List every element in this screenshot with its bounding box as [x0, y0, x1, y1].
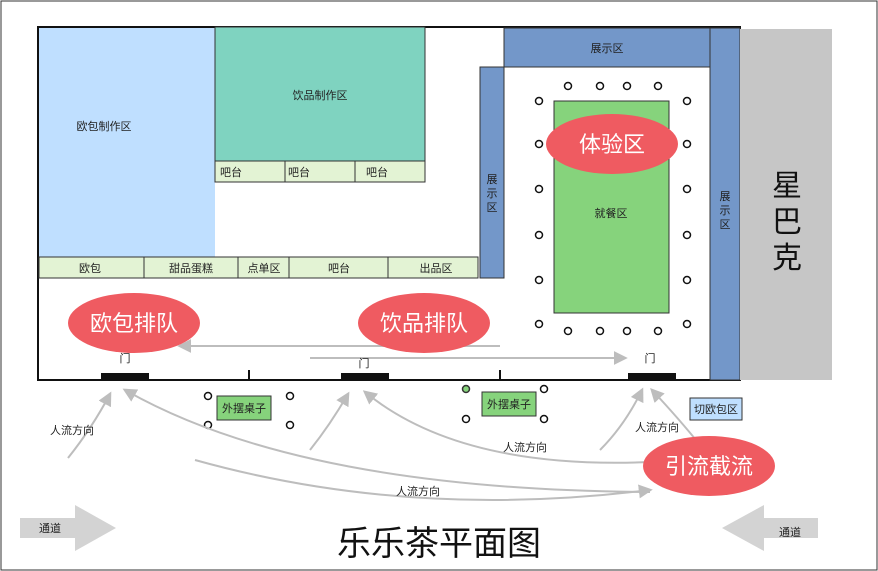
counter-row-lower	[38, 256, 479, 279]
zone-display-left	[479, 66, 505, 279]
bubble-drinks-queue	[358, 293, 490, 353]
chairs	[534, 81, 692, 336]
bubble-diversion-label: 引流截流	[665, 455, 753, 480]
chair	[653, 326, 663, 336]
chair	[595, 81, 605, 91]
zone-display-top	[503, 27, 711, 68]
counter-lower-label: 点单区	[248, 262, 281, 275]
outdoor-table-label: 外摆桌子	[487, 397, 531, 411]
door-label: 门	[120, 351, 131, 365]
zone-display-right	[709, 27, 741, 381]
zone-display-left-label: 展示区	[487, 173, 498, 214]
chair	[534, 139, 544, 149]
plan-title: 乐乐茶平面图	[337, 524, 541, 564]
flow-arrow	[67, 391, 112, 459]
bubble-diversion	[643, 436, 775, 496]
bubble-oubao-queue	[68, 293, 200, 353]
chair	[461, 414, 471, 424]
chair	[682, 96, 692, 106]
flow-label: 人流方向	[50, 423, 94, 437]
zone-drinks-production	[214, 26, 426, 162]
chair	[534, 275, 544, 285]
zone-dining-label: 就餐区	[595, 206, 628, 220]
flow-arrow	[194, 459, 653, 501]
bubble-oubao-queue-label: 欧包排队	[90, 312, 178, 337]
counter-lower-label: 出品区	[420, 261, 453, 275]
flow-arrow	[309, 391, 350, 451]
chair	[682, 184, 692, 194]
starbucks-block	[740, 29, 832, 380]
zone-oubao-production-label: 欧包制作区	[77, 120, 132, 133]
starbucks-label: 星巴克	[772, 169, 802, 276]
flow-label: 人流方向	[503, 440, 547, 454]
flow-arrow	[599, 387, 644, 451]
flow-arrow	[362, 390, 651, 464]
door	[101, 373, 149, 381]
counter-upper-label: 吧台	[288, 165, 310, 179]
passage-label: 通道	[779, 525, 801, 539]
chair	[653, 81, 663, 91]
chair	[682, 275, 692, 285]
counter-upper-label: 吧台	[220, 165, 242, 179]
passage-label: 通道	[39, 521, 61, 535]
bubble-experience-label: 体验区	[579, 133, 645, 158]
zone-cut-oubao-label: 切欧包区	[694, 403, 738, 416]
door	[628, 373, 676, 381]
passage-arrow-left	[20, 505, 116, 551]
passage-arrow-right	[722, 505, 818, 551]
bubble-experience	[546, 114, 678, 174]
chair	[682, 139, 692, 149]
counter-upper-label: 吧台	[366, 165, 388, 179]
chair	[682, 230, 692, 240]
door	[341, 373, 389, 381]
zone-drinks-production-label: 饮品制作区	[293, 89, 348, 102]
chair	[534, 96, 544, 106]
counter-lower-label: 欧包	[79, 262, 101, 275]
chair	[622, 326, 632, 336]
chair	[534, 319, 544, 329]
counter-lower-label: 吧台	[328, 261, 350, 275]
chair	[534, 184, 544, 194]
outdoor-table-label: 外摆桌子	[222, 401, 266, 415]
door-label: 门	[359, 356, 370, 370]
outside-flow-arrows	[67, 387, 701, 501]
chair	[203, 391, 213, 401]
outdoor-table	[216, 395, 272, 421]
outdoor-chairs	[461, 384, 549, 424]
zone-cut-oubao	[689, 397, 743, 421]
counter-row-upper	[214, 160, 426, 183]
chair	[682, 319, 692, 329]
counter-lower-label: 甜品蛋糕	[169, 261, 213, 275]
door-label: 门	[645, 351, 656, 365]
chair	[563, 326, 573, 336]
chair	[534, 230, 544, 240]
zone-display-top-label: 展示区	[591, 42, 624, 55]
zone-display-right-label: 展示区	[720, 190, 731, 231]
flow-label: 人流方向	[635, 420, 679, 434]
outdoor-table	[481, 391, 537, 417]
bubble-drinks-queue-label: 饮品排队	[380, 312, 468, 337]
zone-oubao-production	[39, 28, 215, 257]
flow-label: 人流方向	[396, 484, 440, 498]
chair	[563, 81, 573, 91]
chair	[285, 391, 295, 401]
chair	[595, 326, 605, 336]
chair	[539, 414, 549, 424]
chair	[285, 420, 295, 430]
chair	[622, 81, 632, 91]
chair	[461, 384, 471, 394]
chair	[539, 384, 549, 394]
flow-arrow	[122, 388, 651, 493]
